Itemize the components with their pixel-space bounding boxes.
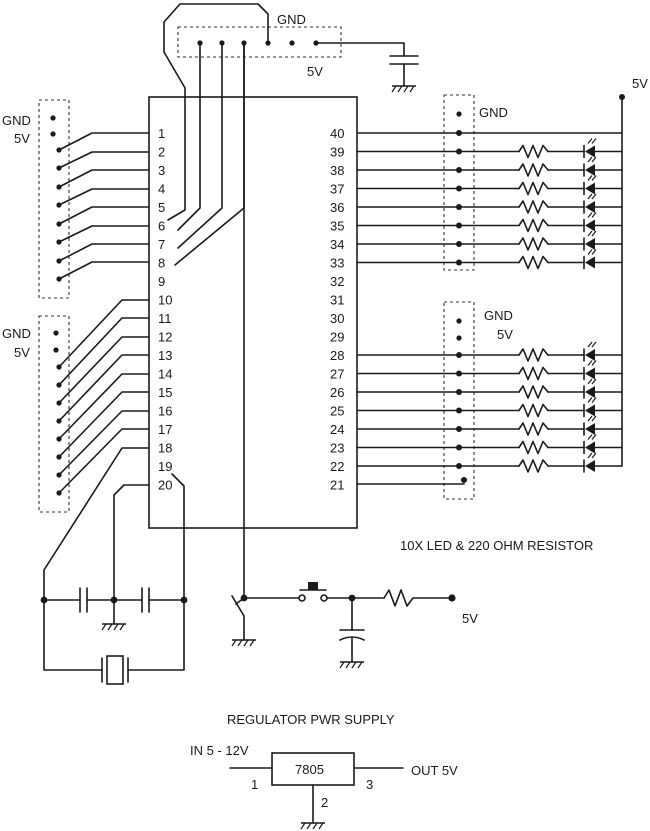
left-pin-label: 1	[158, 126, 165, 141]
led-resistor-row	[356, 193, 623, 214]
reset-circuit	[231, 582, 456, 669]
right-pin-label: 32	[330, 274, 344, 289]
left-header-1-pins	[50, 115, 62, 282]
led-resistor-row	[356, 415, 623, 436]
led-caption: 10X LED & 220 OHM RESISTOR	[400, 538, 593, 553]
right-pin-label: 21	[330, 478, 344, 493]
right-header-2	[443, 301, 475, 500]
right-pin-labels: 40 39 38 37 36 35 34 33 32 31 30 29 28 27 26 25 24 23 22 21	[330, 126, 344, 493]
led-resistor-row	[356, 434, 623, 455]
right-pin-label: 33	[330, 256, 344, 271]
right-pin-label: 25	[330, 404, 344, 419]
right-pin-label: 28	[330, 348, 344, 363]
regulator-input-label: IN 5 - 12V	[190, 743, 249, 758]
led-resistor-row	[356, 249, 623, 270]
right-header-1-gnd-label: GND	[479, 105, 508, 120]
regulator-pin3-label: 3	[366, 777, 373, 792]
left-pin-label: 17	[158, 422, 172, 437]
left-pin-label: 20	[158, 478, 172, 493]
right-pin-label: 34	[330, 237, 344, 252]
right-pin-label: 31	[330, 293, 344, 308]
led-resistor-row	[356, 138, 623, 159]
led-resistor-row	[356, 175, 623, 196]
left-pin-label: 18	[158, 441, 172, 456]
led-resistor-row	[356, 230, 623, 251]
crystal	[106, 655, 124, 685]
right-pin-label: 35	[330, 219, 344, 234]
right-pin-label: 23	[330, 441, 344, 456]
led-resistor-row	[356, 341, 623, 362]
right-pin-label: 26	[330, 385, 344, 400]
left-header-1	[38, 99, 70, 299]
top-header-gnd-label: GND	[277, 12, 306, 27]
reset-switch-ground-icon	[231, 639, 257, 647]
left-pin-label: 4	[158, 182, 165, 197]
right-pin-label: 39	[330, 145, 344, 160]
top-cap-ground-icon	[391, 85, 417, 93]
led-resistor-row	[356, 397, 623, 418]
left-pin-label: 7	[158, 237, 165, 252]
right-pin-label: 38	[330, 163, 344, 178]
right-pin-label: 40	[330, 126, 344, 141]
right-header-2-gnd-label: GND	[484, 308, 513, 323]
left-pin-label: 13	[158, 348, 172, 363]
right-pin-label: 29	[330, 330, 344, 345]
left-pin-label: 15	[158, 385, 172, 400]
left-pin-label: 14	[158, 367, 172, 382]
left-pin-label: 2	[158, 145, 165, 160]
top-header-pins	[197, 40, 319, 46]
regulator-part-label: 7805	[295, 762, 324, 777]
reset-button	[308, 582, 318, 590]
reset-cap-ground-icon	[339, 661, 365, 669]
left-pin-label: 9	[158, 274, 165, 289]
right-pin-label: 22	[330, 459, 344, 474]
regulator-ground-icon	[300, 822, 326, 830]
led-resistor-array	[356, 138, 623, 473]
right-pin-label: 37	[330, 182, 344, 197]
right-pin-label: 30	[330, 311, 344, 326]
left-header-1-5v-label: 5V	[14, 131, 30, 146]
crystal-oscillator-circuit	[40, 447, 188, 685]
left-pin-label: 10	[158, 293, 172, 308]
left-header-2-gnd-label: GND	[2, 326, 31, 341]
right-header-1	[443, 94, 475, 271]
left-pin-label: 6	[158, 219, 165, 234]
top-header-5v-label: 5V	[307, 64, 323, 79]
left-header-2	[38, 315, 70, 513]
regulator-title: REGULATOR PWR SUPPLY	[227, 712, 395, 727]
left-header-2-5v-label: 5V	[14, 345, 30, 360]
right-header-2-5v-label: 5V	[497, 327, 513, 342]
led-resistor-row	[356, 156, 623, 177]
led-resistor-row	[356, 212, 623, 233]
left-header-2-pins	[53, 330, 62, 496]
left-pin-label: 8	[158, 256, 165, 271]
right-pin-label: 24	[330, 422, 344, 437]
pins-10-17-wires	[58, 299, 150, 494]
pins-1-8-wires	[58, 132, 150, 280]
left-pin-label: 3	[158, 163, 165, 178]
reset-5v-label: 5V	[462, 611, 478, 626]
left-pin-label: 12	[158, 330, 172, 345]
left-pin-label: 11	[158, 311, 172, 326]
left-pin-label: 16	[158, 404, 172, 419]
left-pin-label: 5	[158, 200, 165, 215]
left-header-1-gnd-label: GND	[2, 113, 31, 128]
led-resistor-row	[356, 452, 623, 473]
led-resistor-row	[356, 378, 623, 399]
led-resistor-row	[356, 360, 623, 381]
regulator-pin1-label: 1	[251, 777, 258, 792]
microcontroller-chip	[148, 96, 358, 529]
led-rail-5v-label: 5V	[632, 76, 648, 91]
left-pin-label: 19	[158, 459, 172, 474]
regulator-output-label: OUT 5V	[411, 763, 458, 778]
regulator-pin2-label: 2	[321, 795, 328, 810]
crystal-ground-icon	[101, 623, 127, 631]
right-pin-label: 36	[330, 200, 344, 215]
right-pin-label: 27	[330, 367, 344, 382]
